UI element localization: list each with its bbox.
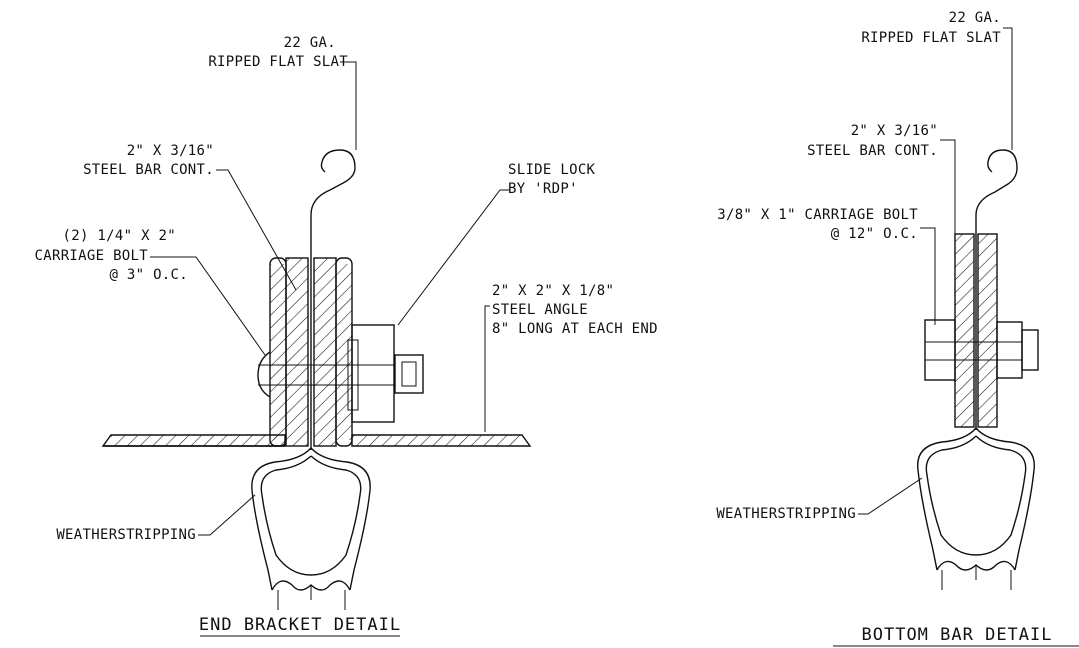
eb-bolt-line1: (2) 1/4" X 2" (63, 228, 176, 244)
leader-bolt (150, 256, 266, 356)
eb-weatherstripping: WEATHERSTRIPPING (56, 527, 196, 543)
bottom-bar-title: BOTTOM BAR DETAIL (862, 625, 1053, 645)
ripped-flat-slat (310, 149, 356, 450)
bb-leader-bar (940, 139, 956, 236)
eb-bar-line1: 2" X 3/16" (127, 143, 214, 159)
bb-leader-slat (1003, 27, 1013, 150)
eb-slide-line1: SLIDE LOCK (508, 162, 596, 178)
steel-bar-left (269, 257, 309, 447)
leader-bar (216, 169, 297, 291)
carriage-bolt (257, 351, 424, 398)
eb-bolt-line3: @ 3" O.C. (109, 267, 188, 283)
bottom-bar-detail: 22 GA. RIPPED FLAT SLAT 2" X 3/16" STEEL… (716, 10, 1079, 647)
bb-steel-bars (954, 233, 998, 428)
bb-weatherstripping-label: WEATHERSTRIPPING (716, 506, 856, 522)
leader-angle (484, 305, 490, 432)
leader-slat (340, 61, 357, 150)
eb-angle-line2: STEEL ANGLE (492, 302, 588, 318)
eb-slat-line2: RIPPED FLAT SLAT (208, 54, 348, 70)
leader-weather (198, 494, 256, 536)
bb-carriage-bolt (924, 319, 1039, 381)
bb-bar-line2: STEEL BAR CONT. (807, 143, 938, 159)
eb-slide-line2: BY 'RDP' (508, 181, 578, 197)
bb-bar-line1: 2" X 3/16" (851, 123, 938, 139)
bb-ripped-flat-slat (975, 149, 1018, 430)
eb-bolt-line2: CARRIAGE BOLT (35, 248, 149, 264)
bb-bolt-line1: 3/8" X 1" CARRIAGE BOLT (717, 207, 918, 223)
weatherstripping (251, 447, 371, 610)
eb-slat-line1: 22 GA. (284, 35, 336, 51)
bb-weatherstripping (917, 427, 1035, 590)
leader-slide-lock (397, 189, 510, 326)
end-bracket-detail: 22 GA. RIPPED FLAT SLAT 2" X 3/16" STEEL… (35, 35, 658, 637)
slide-lock (347, 324, 395, 423)
bb-leader-bolt (920, 227, 936, 325)
eb-bar-line2: STEEL BAR CONT. (83, 162, 214, 178)
bb-slat-line2: RIPPED FLAT SLAT (861, 30, 1001, 46)
end-bracket-title: END BRACKET DETAIL (199, 615, 401, 635)
bb-leader-weather (858, 477, 923, 515)
bb-slat-line1: 22 GA. (949, 10, 1001, 26)
bb-bolt-line2: @ 12" O.C. (831, 226, 918, 242)
eb-angle-line3: 8" LONG AT EACH END (492, 321, 658, 337)
steel-bar-right (313, 257, 353, 447)
eb-angle-line1: 2" X 2" X 1/8" (492, 283, 614, 299)
